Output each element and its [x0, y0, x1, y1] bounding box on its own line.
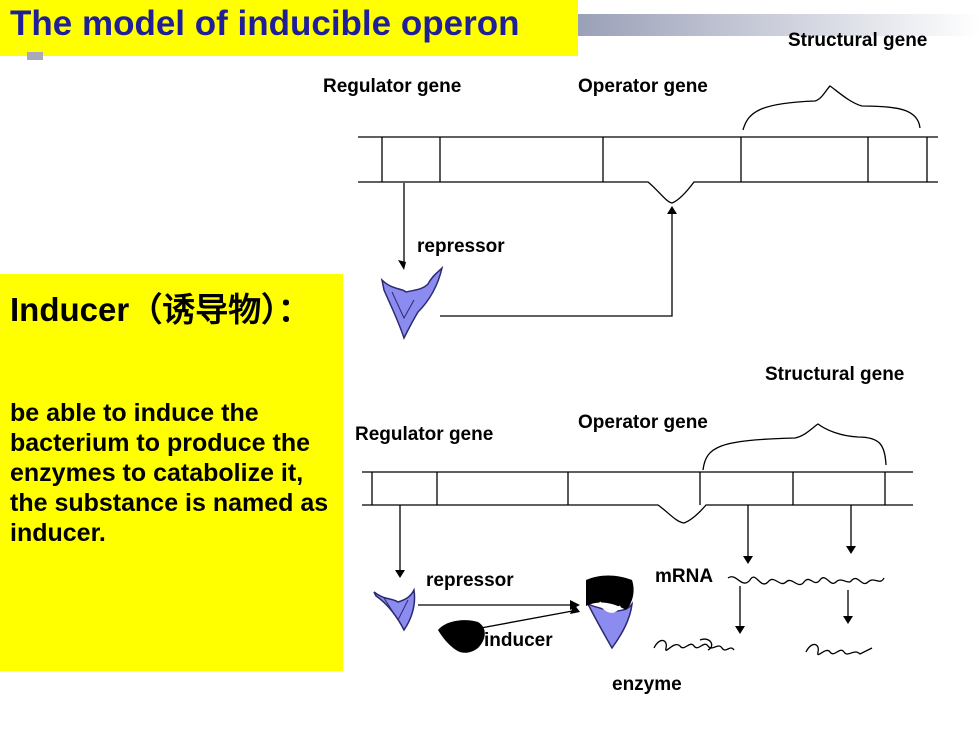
inducer-heading: Inducer（诱导物）：	[10, 291, 311, 328]
bottom-operator-gene-label: Operator gene	[578, 412, 708, 433]
top-operator-gene-label: Operator gene	[578, 76, 708, 97]
inducer-definition-text: be able to induce the bacterium to produ…	[10, 399, 329, 547]
arrowhead-icon	[395, 570, 405, 578]
mrna-strand-icon	[727, 576, 885, 586]
arrowhead-icon	[570, 600, 580, 610]
inducer-definition-panel	[0, 274, 343, 671]
bottom-repressor-protein-icon	[373, 587, 416, 632]
enzyme-chain-icon-1	[653, 638, 735, 651]
bottom-operon-diagram	[362, 423, 913, 656]
slide-title: The model of inducible operon	[10, 4, 520, 43]
enzyme-chain-icon-2	[805, 643, 873, 656]
enzyme-label: enzyme	[612, 674, 682, 695]
bottom-dna-strand-lower	[362, 504, 913, 524]
arrowhead-icon	[843, 616, 853, 624]
inducer-molecule-icon	[438, 620, 485, 653]
top-structural-gene-label: Structural gene	[788, 30, 928, 51]
bottom-regulator-gene-label: Regulator gene	[355, 424, 494, 445]
top-structural-gene-brace	[742, 85, 921, 131]
bottom-structural-gene-label: Structural gene	[765, 364, 905, 385]
arrowhead-icon	[667, 206, 677, 214]
inducer-binding-arrow	[469, 609, 579, 631]
arrowhead-icon	[398, 260, 406, 270]
arrowhead-icon	[735, 626, 745, 634]
title-banner	[0, 0, 578, 56]
repressor-inducer-complex-icon	[586, 601, 634, 650]
arrowhead-icon	[570, 604, 580, 614]
top-operon-diagram	[358, 85, 938, 317]
title-gradient-bar	[578, 14, 980, 36]
title-accent-mark	[27, 52, 43, 60]
top-repressor-label: repressor	[417, 236, 505, 257]
top-dna-strand-lower	[358, 181, 938, 204]
bottom-structural-gene-brace	[702, 423, 887, 471]
arrowhead-icon	[743, 556, 753, 564]
arrowhead-icon	[846, 546, 856, 554]
inducer-label: inducer	[484, 630, 553, 651]
mrna-label: mRNA	[655, 566, 714, 587]
bottom-repressor-label: repressor	[426, 570, 514, 591]
bound-inducer-icon	[586, 575, 634, 610]
top-regulator-gene-label: Regulator gene	[323, 76, 462, 97]
top-binding-arrow	[440, 214, 673, 317]
